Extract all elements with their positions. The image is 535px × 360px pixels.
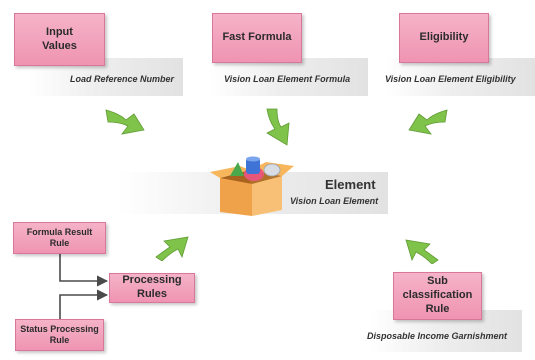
fast-formula-caption-band [208, 58, 368, 96]
eligibility-box: Eligibility [399, 13, 489, 63]
sub-classification-caption: Disposable Income Garnishment [367, 331, 508, 341]
fast-formula-caption: Vision Loan Element Formula [224, 74, 351, 84]
sub-classification-rule-box: Sub classification Rule [393, 272, 482, 320]
status-processing-rule-label: Status Processing Rule [20, 323, 99, 345]
sub-classification-rule-label: Sub classification Rule [402, 275, 473, 315]
input-values-caption: Load Reference Number [70, 74, 175, 84]
green-arrow-input-to-element [105, 109, 145, 135]
green-arrow-fastformula-to-element [266, 108, 290, 146]
processing-rules-label: Processing Rules [122, 274, 182, 300]
green-arrow-subclass-to-element [405, 239, 439, 264]
open-box-icon [210, 156, 294, 216]
element-caption: Vision Loan Element [290, 196, 379, 206]
input-values-box: Input Values [14, 13, 105, 66]
element-title: Element [325, 177, 376, 192]
eligibility-label: Eligibility [419, 31, 469, 44]
status-processing-rule-box: Status Processing Rule [15, 319, 104, 351]
formula-result-rule-label: Formula Result Rule [26, 226, 93, 248]
eligibility-caption: Vision Loan Element Eligibility [385, 74, 516, 84]
input-values-label: Input Values [42, 25, 77, 52]
connector-status-to-processing [59, 289, 109, 320]
fast-formula-label: Fast Formula [222, 31, 292, 44]
fast-formula-box: Fast Formula [212, 13, 302, 63]
formula-result-rule-box: Formula Result Rule [13, 222, 106, 254]
green-arrow-processing-to-element [155, 236, 189, 261]
eligibility-caption-band [385, 58, 535, 96]
connector-formula-result-to-processing [59, 253, 109, 287]
green-arrow-eligibility-to-element [408, 109, 448, 135]
processing-rules-box: Processing Rules [109, 273, 195, 303]
